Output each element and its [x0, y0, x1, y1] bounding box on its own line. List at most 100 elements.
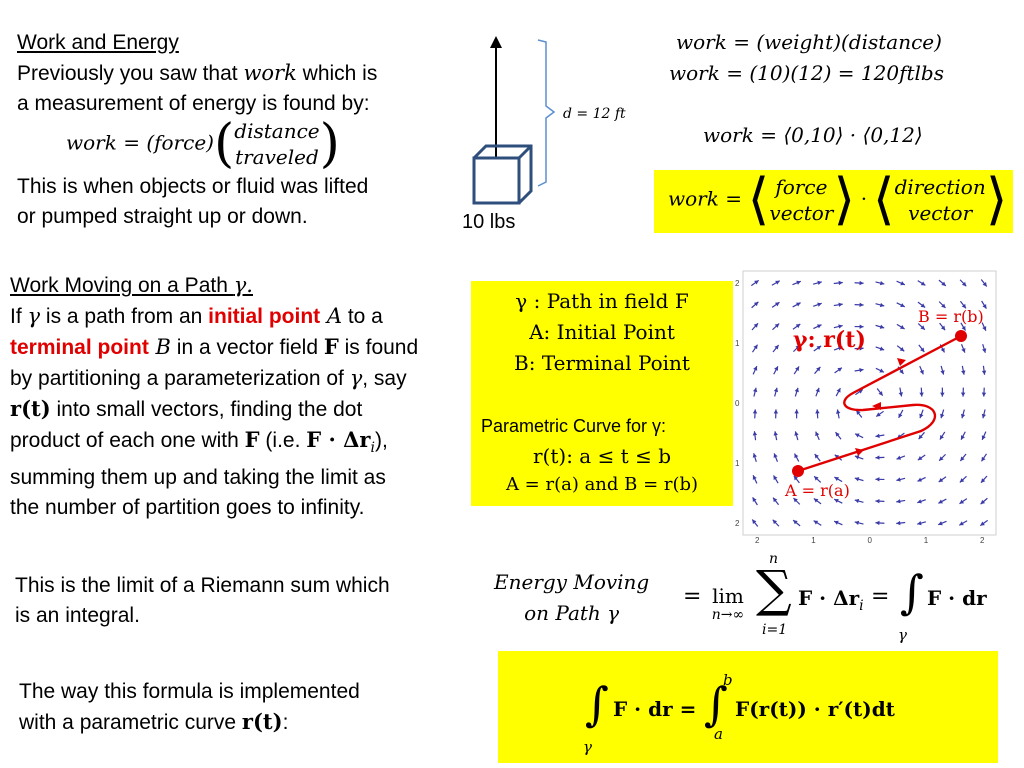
- field-arrow: [896, 520, 906, 526]
- section-title: Work and Energy: [17, 31, 179, 54]
- field-arrow: [814, 453, 821, 462]
- x-tick-label: 1: [924, 536, 929, 544]
- field-arrow: [752, 431, 758, 441]
- path-gamma-label: γ: r(t): [793, 327, 866, 353]
- field-arrow: [940, 409, 945, 419]
- field-arrow: [815, 387, 820, 397]
- field-arrow: [959, 279, 967, 287]
- field-arrow: [960, 431, 966, 440]
- field-arrow: [940, 387, 945, 397]
- param-formula-box: [498, 651, 998, 763]
- integral-path-subscript: γ: [898, 626, 907, 644]
- field-arrow: [896, 345, 905, 352]
- field-arrow: [919, 387, 924, 397]
- parametric-label: Parametric Curve for γ:: [481, 416, 667, 436]
- param-integral-rhs: F(r(t)) · r′(t)dt: [735, 697, 895, 721]
- param-integral-sign-icon: ∫: [585, 677, 609, 731]
- initial-point-marker: [792, 465, 804, 477]
- distance-label: d = 12 ft: [563, 106, 626, 122]
- field-arrow: [898, 387, 903, 397]
- field-arrow: [773, 409, 779, 419]
- field-arrow: [917, 454, 926, 461]
- path-direction-arrow: [872, 402, 881, 410]
- plot-frame: [742, 270, 997, 536]
- field-arrow: [792, 302, 801, 308]
- field-arrow: [896, 499, 906, 504]
- x-tick-label: 0: [868, 536, 873, 544]
- field-arrow: [917, 521, 927, 526]
- work-equation-1: work = (weight)(distance): [676, 30, 942, 54]
- riemann-term: F · Δri: [798, 586, 864, 614]
- field-arrow: [980, 453, 988, 462]
- param-integral-lhs: F · dr =: [613, 697, 697, 721]
- work-equation-2: work = (10)(12) = 120ftlbs: [669, 61, 944, 85]
- field-arrow: [960, 344, 966, 353]
- field-arrow: [833, 280, 843, 286]
- field-arrow: [834, 367, 843, 374]
- field-arrow: [833, 302, 843, 307]
- endpoints-definition: A = r(a) and B = r(b): [505, 474, 699, 495]
- x-tick-label: 2: [755, 536, 760, 544]
- field-arrow: [854, 368, 864, 373]
- field-arrow: [752, 409, 758, 419]
- field-arrow: [896, 280, 906, 286]
- field-arrow: [750, 279, 760, 287]
- field-arrow: [898, 409, 904, 419]
- field-arrow: [896, 477, 906, 482]
- initial-point-term: initial point: [208, 305, 321, 328]
- field-arrow: [958, 520, 968, 526]
- integral-sign-icon: ∫: [900, 565, 924, 619]
- field-arrow: [875, 324, 885, 329]
- field-arrow: [961, 365, 966, 375]
- field-arrow: [793, 366, 800, 375]
- field-arrow: [854, 498, 864, 504]
- field-arrow: [981, 409, 987, 419]
- field-arrow: [773, 453, 779, 462]
- field-arrow: [794, 387, 799, 397]
- sum-lower-limit: i=1: [762, 622, 788, 638]
- weight-label: 10 lbs: [462, 211, 516, 233]
- field-arrow: [939, 322, 946, 331]
- field-arrow: [771, 280, 781, 286]
- field-arrow: [875, 346, 885, 351]
- field-arrow: [813, 520, 822, 526]
- initial-point-label: A = r(a): [785, 481, 850, 500]
- field-arrow: [854, 433, 864, 439]
- field-arrow: [835, 387, 841, 397]
- riemann-equals-2: =: [871, 584, 890, 609]
- field-arrow: [835, 431, 842, 440]
- field-arrow: [917, 301, 926, 308]
- field-arrow: [875, 520, 885, 526]
- field-arrow: [980, 279, 988, 287]
- sum-upper-limit: n: [769, 551, 779, 567]
- field-arrow: [960, 387, 966, 397]
- terminal-point-term: terminal point: [10, 336, 149, 359]
- path-curve: [797, 334, 962, 473]
- field-arrow: [875, 367, 885, 373]
- y-tick-label: 1: [735, 459, 740, 468]
- field-arrow: [855, 409, 863, 418]
- y-tick-label: 2: [735, 519, 740, 528]
- field-arrow: [771, 301, 780, 308]
- field-arrow: [875, 302, 885, 308]
- field-arrow: [960, 322, 966, 331]
- field-arrow: [896, 302, 906, 308]
- field-arrow: [979, 519, 989, 527]
- lift-arrow-head: [490, 36, 502, 48]
- field-arrow: [982, 343, 987, 353]
- field-arrow: [981, 300, 987, 309]
- field-arrow: [919, 365, 924, 375]
- y-tick-label: 0: [735, 399, 740, 408]
- field-arrow: [980, 475, 988, 484]
- intro-line-1: Previously you saw that work which is: [17, 61, 378, 85]
- field-arrow: [752, 497, 758, 506]
- intro-line-2: a measurement of energy is found by:: [17, 92, 370, 115]
- field-arrow: [772, 497, 780, 506]
- x-tick-label: 1: [811, 536, 816, 544]
- field-arrow: [814, 366, 821, 375]
- field-arrow: [854, 520, 864, 526]
- field-arrow: [773, 475, 779, 484]
- field-arrow: [917, 280, 926, 286]
